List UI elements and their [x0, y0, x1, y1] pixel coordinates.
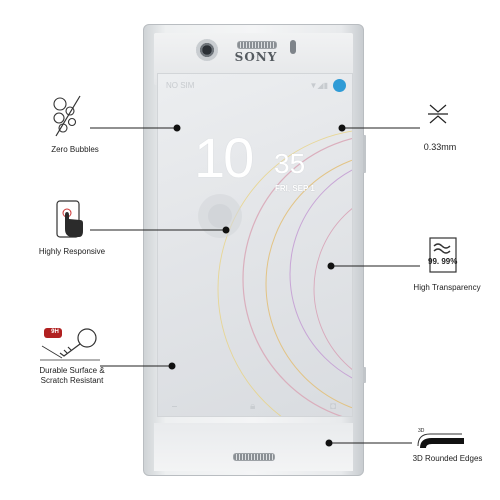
clock-minute: 35	[274, 148, 306, 179]
volume-button	[363, 135, 366, 173]
clock-date: FRI, SEP 1	[275, 184, 315, 193]
status-bar: NO SIM ▼◢▮	[164, 77, 346, 93]
transparency-value: 99. 99%	[428, 257, 458, 266]
mic-icon[interactable]: ⎯	[172, 401, 177, 412]
wallpaper-rings	[198, 130, 352, 416]
high-transparency-label: High Transparency	[413, 283, 481, 292]
durable-label-line1: Durable Surface &	[39, 366, 105, 375]
phone-bottom-bezel	[154, 423, 353, 471]
scratch-key-icon	[40, 328, 100, 361]
callout-dot-responsive	[222, 226, 230, 234]
transparency-icon	[429, 237, 457, 273]
callout-dot-durable	[168, 362, 176, 370]
callout-dot-transparency	[327, 262, 335, 270]
bubbles-icon	[53, 95, 81, 137]
camera-button	[363, 367, 366, 383]
clock-hour: 10	[194, 126, 254, 189]
camera-icon[interactable]: ◘	[330, 401, 337, 412]
durable-label-line2: Scratch Resistant	[40, 376, 104, 385]
phone-mockup: SONY NO SIM ▼◢▮ 10 35 FRI, SEP 1 ⎯ 🔒︎ ◘	[143, 24, 366, 476]
callout-dot-thickness	[338, 124, 346, 132]
hardness-badge: 9H	[51, 329, 59, 335]
bottom-speaker	[233, 453, 275, 461]
highly-responsive-label: Highly Responsive	[38, 247, 106, 256]
phone-screen: NO SIM ▼◢▮ 10 35 FRI, SEP 1 ⎯ 🔒︎ ◘	[157, 73, 353, 417]
zero-bubbles-label: Zero Bubbles	[51, 145, 99, 154]
proximity-sensor	[290, 40, 296, 54]
rounded-badge: 3D	[418, 428, 425, 434]
lock-icon[interactable]: 🔒︎	[250, 401, 256, 412]
callout-dot-edges	[325, 439, 333, 447]
rounded-edge-icon	[417, 433, 464, 448]
thickness-icon	[428, 104, 448, 124]
earpiece-speaker	[237, 41, 277, 49]
user-avatar-icon	[333, 79, 346, 92]
callout-dot-bubbles	[173, 124, 181, 132]
signal-icons: ▼◢▮	[309, 81, 328, 90]
rounded-edges-label: 3D Rounded Edges	[412, 454, 483, 463]
carrier-status: NO SIM	[166, 81, 195, 90]
brand-logo: SONY	[234, 50, 278, 64]
front-camera	[196, 39, 218, 61]
thickness-label: 0.33mm	[423, 142, 457, 152]
touch-icon	[56, 200, 83, 238]
lockscreen-shortcuts: ⎯ 🔒︎ ◘	[158, 398, 352, 412]
